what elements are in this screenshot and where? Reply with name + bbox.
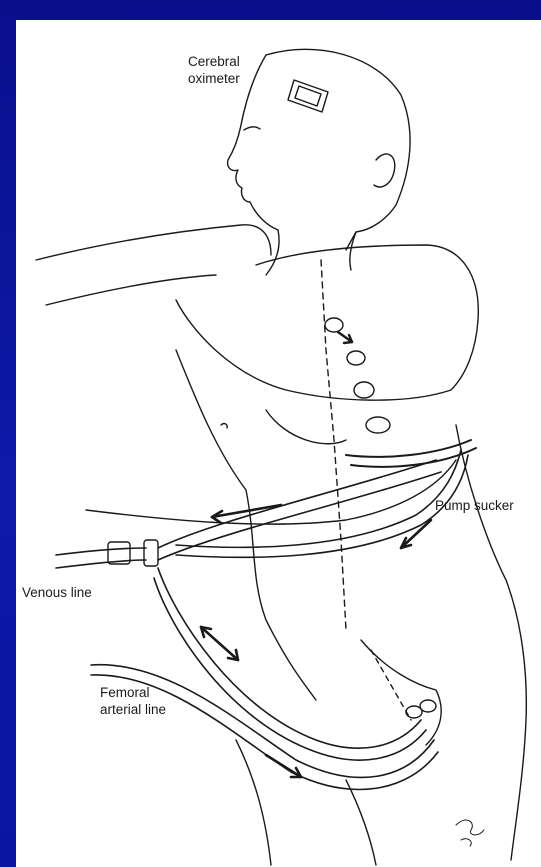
arrow-femoral [266, 755, 301, 777]
arm-lower [46, 275, 216, 305]
illustration-panel: Cerebral oximeter Pump sucker Venous lin… [16, 20, 541, 867]
cannula-1 [325, 318, 343, 332]
femoral-site-2 [420, 700, 436, 712]
arrow-sucker [401, 520, 431, 548]
eye [244, 127, 260, 130]
cannula-4 [366, 417, 390, 433]
nipple [221, 424, 227, 428]
oximeter-pad [288, 80, 328, 112]
cannula-2 [347, 351, 365, 365]
surgical-illustration [16, 20, 541, 867]
label-femoral-arterial-line: Femoral arterial line [100, 684, 166, 718]
leg-left [236, 740, 271, 865]
groin-dashes [371, 650, 411, 720]
label-pump-sucker: Pump sucker [435, 497, 514, 514]
torso-left [176, 350, 316, 700]
femoral-arterial-1 [91, 665, 434, 778]
arm-upper [36, 225, 271, 260]
torso-right [456, 425, 526, 860]
cannula-3 [354, 382, 374, 398]
tube-long-3 [86, 460, 456, 524]
head-outline [266, 49, 410, 250]
label-venous-line: Venous line [22, 584, 92, 601]
tube-venous-2 [56, 560, 146, 568]
label-femoral-line1: Femoral [100, 684, 166, 701]
tube-long-1 [158, 460, 436, 548]
y-connector [144, 540, 158, 566]
femoral-venous-2 [154, 578, 426, 760]
neck-left [266, 230, 279, 275]
drape [176, 245, 478, 400]
label-cerebral-line1: Cerebral [188, 53, 240, 70]
ear [374, 154, 395, 187]
artist-signature [456, 820, 484, 846]
label-femoral-line2: arterial line [100, 701, 166, 718]
arrow-venous [201, 627, 238, 660]
groin [361, 640, 441, 745]
tube-venous-1 [56, 548, 146, 555]
leg-inner [346, 780, 376, 865]
torso-midline [321, 260, 346, 630]
label-cerebral-oximeter: Cerebral oximeter [188, 53, 240, 87]
oximeter-pad-inner [295, 86, 321, 106]
label-cerebral-line2: oximeter [188, 70, 240, 87]
